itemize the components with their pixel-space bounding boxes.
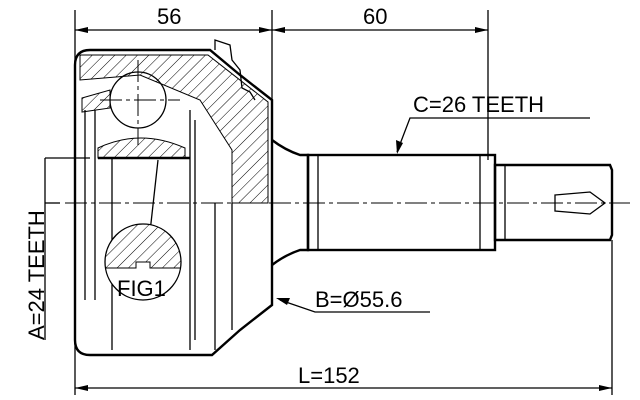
dimension-lines	[44, 27, 612, 391]
length-label: L=152	[298, 363, 360, 388]
outer-race-body	[73, 39, 274, 357]
seal-b-label: B=Ø55.6	[315, 287, 402, 312]
fig1-detail	[104, 159, 182, 301]
spline-c-label: C=26 TEETH	[413, 92, 544, 117]
dim-60-label: 60	[363, 4, 387, 29]
dim-56-label: 56	[157, 4, 181, 29]
fig1-label: FIG1	[117, 276, 166, 301]
spline-a-label: A=24 TEETH	[24, 210, 49, 340]
